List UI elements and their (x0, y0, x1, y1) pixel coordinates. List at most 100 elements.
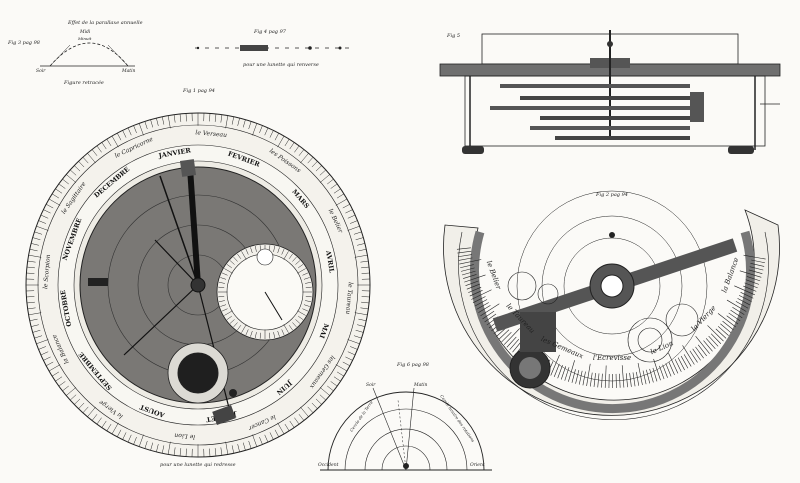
scale-tick (460, 264, 474, 269)
scale-tick (122, 432, 127, 440)
fig-parallax-midi: Midi (79, 29, 91, 35)
scale-tick (214, 448, 217, 457)
zodiac-label: le Belier (485, 260, 503, 291)
scale-tick (471, 289, 492, 300)
scale-tick (668, 352, 679, 374)
scale-tick (649, 368, 654, 383)
scale-tick (133, 125, 137, 134)
fig-small-occident: Occident (318, 462, 339, 468)
scale-tick (354, 254, 368, 258)
scale-tick (717, 326, 729, 336)
scale-tick (283, 251, 289, 260)
scale-tick (319, 169, 326, 176)
scale-tick (40, 351, 49, 356)
scale-tick (347, 351, 356, 356)
scale-tick (127, 127, 132, 136)
scale-tick (740, 292, 754, 299)
scale-tick (715, 328, 727, 339)
fig-gearwork-label: Fig 2 pag 94 (595, 192, 628, 198)
scale-tick (319, 387, 330, 396)
scale-tick (732, 306, 745, 315)
scale-tick (264, 434, 269, 443)
scale-tick (248, 440, 252, 449)
scale-tick (55, 376, 63, 382)
scale-tick (292, 322, 297, 328)
scale-tick (161, 445, 165, 454)
scale-tick (336, 371, 344, 377)
scale-tick (730, 309, 743, 319)
scale-tick (259, 125, 263, 134)
scale-tick (720, 323, 732, 334)
scale-tick (38, 220, 47, 224)
scale-tick (254, 332, 257, 339)
scale-tick (717, 313, 736, 328)
scale-tick (225, 441, 229, 455)
scale-tick (311, 402, 318, 409)
scale-tick (74, 398, 81, 405)
fig-lunette-label: Fig 4 pag 97 (253, 29, 287, 35)
scale-tick (29, 248, 38, 252)
scale-tick (307, 157, 314, 164)
scale-tick (621, 365, 625, 388)
scale-tick (273, 245, 276, 252)
scale-tick (161, 116, 165, 125)
scale-tick (347, 339, 360, 345)
zodiac-label: la Balance (720, 256, 740, 293)
scale-tick (745, 279, 760, 285)
scale-tick (248, 121, 252, 130)
scale-tick (586, 363, 591, 386)
scale-tick (26, 266, 35, 269)
scale-tick (557, 365, 563, 379)
fig-mechanism-label: Fig 5 (446, 33, 460, 39)
scale-tick (737, 298, 751, 306)
scale-tick (78, 161, 85, 168)
scale-tick (680, 355, 689, 369)
scale-tick (692, 348, 701, 361)
scale-tick (460, 267, 475, 272)
scale-tick (319, 174, 330, 183)
scale-tick (218, 296, 225, 298)
scale-tick (229, 260, 235, 265)
scale-tick (468, 286, 482, 293)
scale-tick (245, 329, 249, 336)
scale-tick (277, 135, 285, 148)
scale-tick (315, 165, 322, 172)
scale-tick (330, 183, 338, 189)
scale-tick (150, 119, 154, 128)
scale-tick (62, 178, 69, 185)
scale-tick (281, 329, 285, 336)
scale-tick (245, 248, 249, 255)
scale-tick (185, 113, 187, 122)
scale-tick (288, 253, 293, 259)
scale-tick (52, 371, 60, 377)
zodiac-label: le Lion (174, 432, 195, 441)
scale-tick (298, 315, 304, 320)
scale-tick (315, 398, 322, 405)
scale-tick (242, 442, 246, 451)
scale-tick (642, 370, 647, 385)
scale-tick (349, 346, 358, 350)
fig-lunette-caption: pour une lunette qui renverse (243, 62, 319, 68)
scale-tick (78, 402, 85, 409)
scale-tick (361, 301, 370, 304)
scale-tick (506, 336, 517, 348)
scale-tick (101, 420, 107, 428)
scale-tick (295, 319, 301, 324)
scale-tick (550, 354, 560, 376)
scale-tick (156, 444, 159, 452)
scale-tick (218, 281, 225, 284)
scale-tick (218, 286, 225, 288)
scale-tick (185, 448, 187, 457)
zodiac-label: le Verseau (195, 129, 227, 139)
scale-tick (101, 142, 107, 150)
scale-tick (150, 442, 154, 451)
scale-tick (111, 135, 119, 148)
fig-parallax-title: Effet de la parallaxe annuelle (67, 20, 143, 26)
scale-tick (226, 264, 232, 269)
scale-tick (746, 276, 761, 282)
scale-tick (231, 116, 235, 125)
scale-tick (480, 303, 500, 317)
